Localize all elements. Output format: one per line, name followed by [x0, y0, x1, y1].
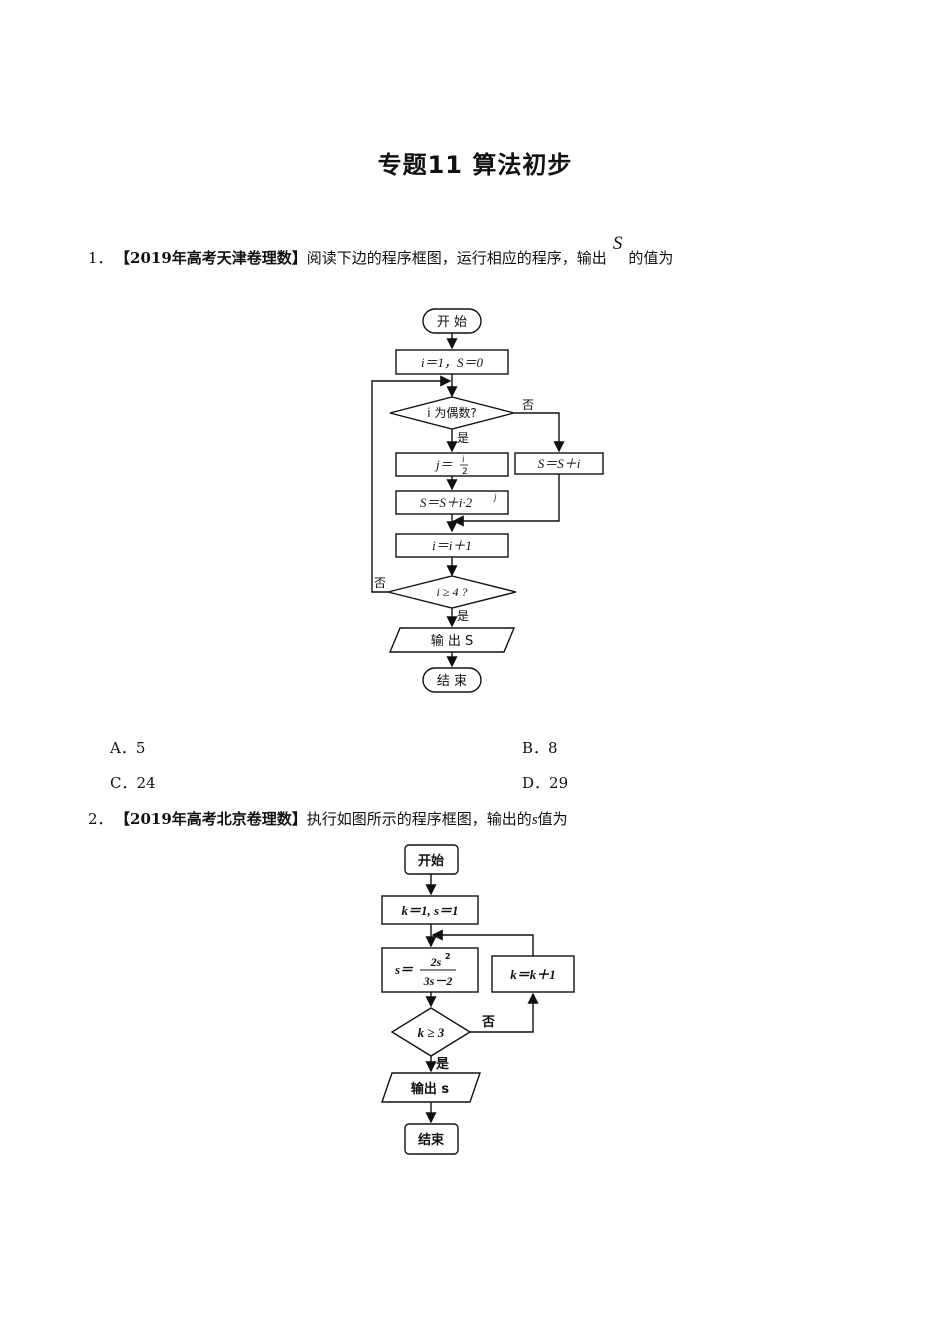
k-decision-label: k ≥ 3 [418, 1025, 445, 1040]
question-tail: 值为 [537, 810, 568, 828]
j-assign-label: j＝ [434, 457, 453, 472]
flowchart-2: 开始 k＝1, s＝1 s＝ 2s 2 3s－2 k＝k＋1 k ≥ 3 否 是… [381, 844, 575, 1155]
end-terminator [422, 667, 482, 693]
s-assign-label: s＝ [394, 962, 414, 977]
question-text: 阅读下边的程序框图，运行相应的程序，输出 [306, 249, 607, 267]
question-2: 2． 【2019年高考北京卷理数】执行如图所示的程序框图，输出的s值为 [88, 808, 568, 829]
yes-label: 是 [457, 431, 469, 445]
question-source: 【2019年高考北京卷理数】 [122, 810, 307, 828]
i-increment-label: i＝i＋1 [432, 538, 472, 553]
question-variable: S [612, 233, 623, 254]
question-1: 1． 【2019年高考天津卷理数】阅读下边的程序框图，运行相应的程序，输出 S 的值为 [88, 233, 674, 269]
no2-label: 否 [374, 576, 386, 590]
output-parallelogram [388, 627, 516, 653]
j-numerator: i [462, 454, 465, 464]
yes-label: 是 [435, 1057, 450, 1072]
option-d: D．29 [522, 774, 569, 792]
no-label: 否 [481, 1015, 495, 1030]
init-box [395, 349, 509, 375]
even-label: i 为偶数? [427, 405, 477, 420]
init-box [381, 895, 479, 925]
s-plus-i-label: S＝S＋i [538, 456, 581, 471]
option-c: C．24 [110, 774, 156, 792]
start-label: 开 始 [437, 315, 467, 330]
output-label: 输出 s [411, 1081, 450, 1097]
s-numerator-exp: 2 [445, 952, 451, 961]
question-number: 1． [88, 249, 113, 267]
yes2-label: 是 [457, 609, 469, 623]
question-tail: 的值为 [628, 249, 674, 267]
question-number: 2． [88, 810, 113, 828]
init-label: i＝1，S＝0 [421, 355, 484, 370]
end-label: 结束 [418, 1132, 445, 1148]
start-label: 开始 [418, 853, 444, 869]
option-a: A．5 [110, 739, 146, 757]
page-title: 专题11 算法初步 [377, 151, 573, 179]
k-increment-label: k＝k＋1 [510, 967, 556, 982]
question-variable: s [531, 812, 538, 828]
output-parallelogram [381, 1072, 481, 1103]
no-label: 否 [522, 398, 534, 412]
question-text: 执行如图所示的程序框图，输出的 [306, 810, 532, 828]
j-denominator: 2 [462, 467, 468, 477]
init-label: k＝1, s＝1 [401, 903, 458, 918]
s-numerator: 2s [430, 955, 442, 969]
s-denominator: 3s－2 [423, 974, 453, 988]
end-label: 结 束 [437, 674, 467, 689]
flowchart-1: 开 始 i＝1，S＝0 i 为偶数? 否 是 j＝ i 2 S＝S＋i·2 j … [371, 308, 604, 693]
option-b: B．8 [522, 739, 558, 757]
ge4-label: i ≥ 4 ? [437, 585, 468, 599]
s-exponent: j [493, 492, 497, 502]
s-update-label: S＝S＋i·2 [420, 495, 473, 510]
output-label: 输 出 S [431, 633, 474, 649]
end-box [404, 1123, 459, 1155]
question-source: 【2019年高考天津卷理数】 [122, 249, 307, 267]
